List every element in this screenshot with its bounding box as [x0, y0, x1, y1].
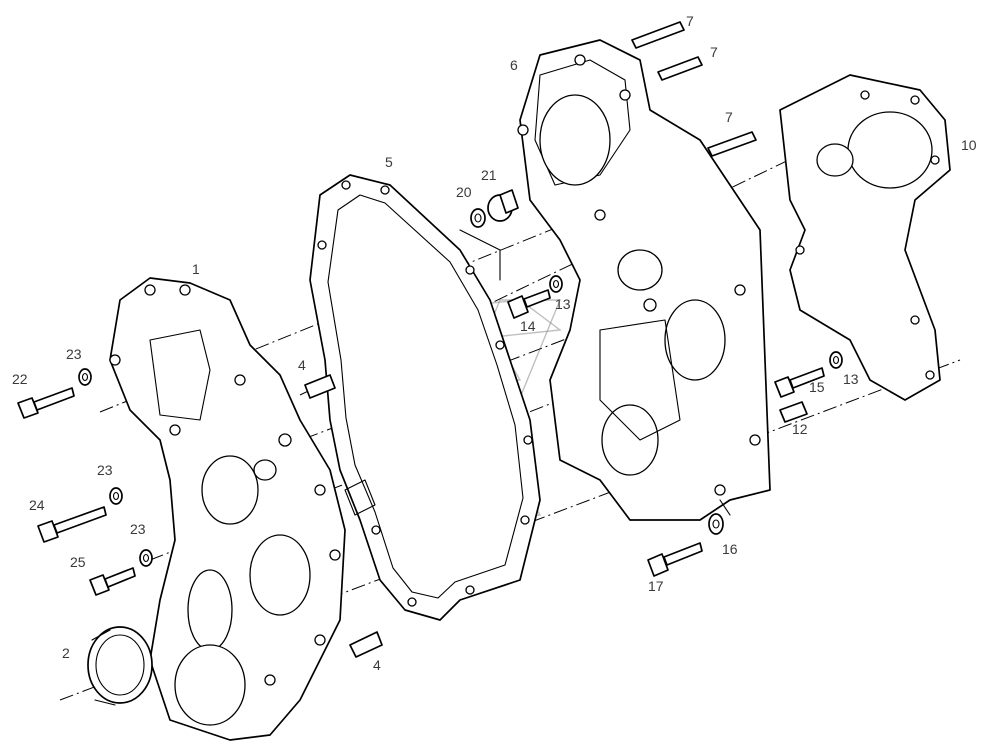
- callout-21: 21: [481, 167, 497, 183]
- callout-7-c: 7: [725, 109, 733, 125]
- callout-12: 12: [792, 421, 808, 437]
- part-23-washer-c: [139, 549, 153, 567]
- part-15-bolt: [774, 367, 825, 398]
- callout-20: 20: [456, 184, 472, 200]
- part-23-washer-a: [78, 368, 92, 386]
- callout-1: 1: [192, 261, 200, 277]
- part-4-dowel-a: [304, 374, 336, 399]
- callout-7-b: 7: [710, 44, 718, 60]
- callout-17: 17: [648, 578, 664, 594]
- callout-23-a: 23: [66, 346, 82, 362]
- part-17-bolt: [647, 542, 703, 577]
- fasteners: [17, 21, 843, 658]
- part-7-stud-a: [631, 21, 685, 49]
- part-20-washer: [470, 208, 486, 228]
- part-13-washer-b: [829, 351, 843, 369]
- part-14-bolt: [507, 289, 551, 319]
- callout-10: 10: [961, 137, 977, 153]
- part-10-gasket: [779, 74, 951, 401]
- callout-5: 5: [385, 154, 393, 170]
- callout-14: 14: [520, 318, 536, 334]
- callout-6: 6: [510, 57, 518, 73]
- callout-23-b: 23: [97, 462, 113, 478]
- leader-lines: [459, 229, 731, 516]
- callout-16: 16: [722, 541, 738, 557]
- callout-23-c: 23: [130, 521, 146, 537]
- callout-2: 2: [62, 645, 70, 661]
- part-5-gasket: [309, 174, 541, 621]
- part-4-dowel-b: [349, 631, 383, 658]
- callout-15: 15: [809, 379, 825, 395]
- part-24-bolt: [37, 506, 107, 543]
- callout-25: 25: [70, 554, 86, 570]
- callout-22: 22: [12, 371, 28, 387]
- callout-labels: 1 2 4 4 5 6 7 7 7 10 12 13 13 14 15 16 1…: [12, 13, 977, 673]
- part-7-stud-b: [657, 56, 703, 81]
- part-6-timing-housing: [517, 39, 771, 521]
- part-13-washer-a: [549, 275, 563, 293]
- part-1-front-cover: [109, 277, 346, 741]
- part-21-plug: [487, 189, 519, 222]
- callout-4-upper: 4: [298, 357, 306, 373]
- part-16-washer: [708, 513, 724, 535]
- callout-13-upper: 13: [555, 296, 571, 312]
- part-23-washer-b: [109, 487, 123, 505]
- callout-4-lower: 4: [373, 657, 381, 673]
- part-7-stud-c: [707, 131, 757, 157]
- part-22-bolt: [17, 387, 75, 419]
- callout-7-a: 7: [686, 13, 694, 29]
- callout-13-lower: 13: [843, 371, 859, 387]
- part-25-bolt: [89, 567, 136, 596]
- part-2-seal: [87, 626, 153, 706]
- callout-24: 24: [29, 497, 45, 513]
- part-12-dowel: [779, 401, 808, 423]
